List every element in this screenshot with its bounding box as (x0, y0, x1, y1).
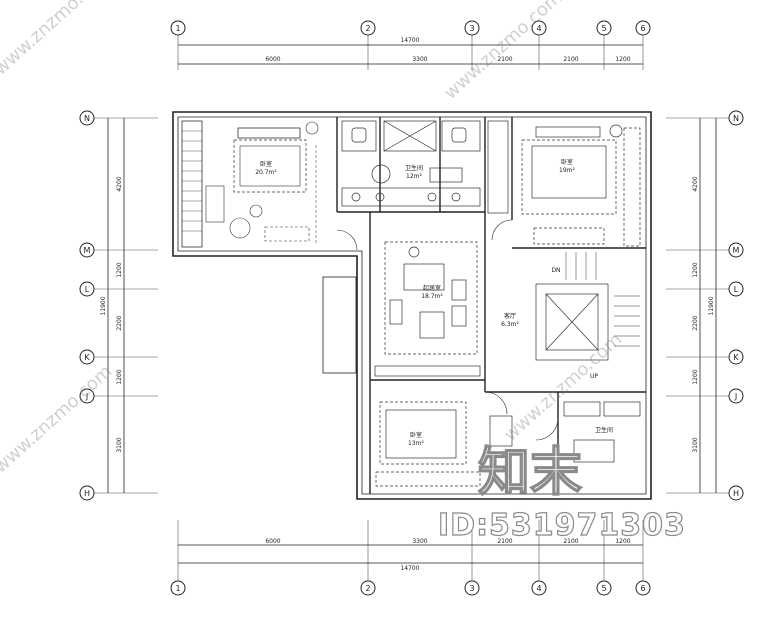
axis-label-5-bottom: 5 (601, 584, 606, 593)
bathroom-top (341, 120, 509, 214)
room-name-bedroom-2: 卧室 (561, 158, 573, 166)
bottom-dim-2: 3300 (412, 538, 427, 545)
room-name-bedroom-1: 卧室 (260, 160, 272, 168)
top-dim-5: 1200 (615, 56, 630, 63)
row-label-J-right: J (734, 392, 737, 401)
row-label-N: N (84, 114, 90, 123)
axis-label-6-bottom: 6 (640, 584, 645, 593)
room-area-bedroom-2: 19m² (559, 167, 575, 174)
bottom-dim-5: 1200 (615, 538, 630, 545)
row-label-L: L (85, 285, 90, 294)
axis-label-6: 6 (640, 24, 645, 33)
stair-down-label: DN (551, 267, 560, 274)
bottom-dim-1: 6000 (265, 538, 280, 545)
row-label-M: M (84, 246, 91, 255)
row-label-H: H (84, 489, 90, 498)
right-dim-2: 1200 (692, 262, 699, 277)
axis-label-2-bottom: 2 (365, 584, 370, 593)
row-label-J: J (85, 392, 88, 401)
bedroom-1 (181, 120, 319, 248)
top-dim-4: 2100 (563, 56, 578, 63)
top-total-dim: 14700 (400, 37, 419, 44)
top-dim-3: 2100 (497, 56, 512, 63)
top-dimension-lines (178, 44, 643, 564)
axis-label-3-bottom: 3 (469, 584, 474, 593)
room-name-hall: 客厅 (504, 312, 516, 320)
room-area-bedroom-3: 13m² (408, 440, 424, 447)
top-dim-2: 3300 (412, 56, 427, 63)
interior-walls (336, 117, 646, 494)
room-name-living: 起居室 (423, 284, 441, 292)
axis-label-4: 4 (536, 24, 541, 33)
id-watermark: ID:531971303 (437, 507, 686, 543)
right-dim-4: 1200 (692, 369, 699, 384)
left-total-dim: 11900 (100, 296, 107, 315)
right-dim-1: 4200 (692, 176, 699, 191)
bathroom-2 (563, 401, 641, 463)
bottom-dim-3: 2100 (497, 538, 512, 545)
row-label-L-right: L (734, 285, 739, 294)
room-area-living: 18.7m² (421, 293, 443, 300)
axis-label-1: 1 (175, 24, 180, 33)
row-label-K-right: K (733, 353, 739, 362)
row-label-N-right: N (733, 114, 739, 123)
room-name-bedroom-3: 卧室 (410, 431, 422, 439)
left-dim-5: 3100 (116, 437, 123, 452)
left-dim-1: 4200 (116, 176, 123, 191)
hall (535, 252, 640, 361)
axis-label-1-bottom: 1 (175, 584, 180, 593)
bottom-total-dim: 14700 (400, 565, 419, 572)
bedroom-3 (375, 401, 513, 487)
doors (336, 219, 559, 441)
right-dim-5: 3100 (692, 437, 699, 452)
row-label-M-right: M (733, 246, 740, 255)
exterior-walls (172, 111, 652, 500)
left-dim-4: 1200 (116, 369, 123, 384)
stair-up-label: UP (590, 373, 598, 380)
row-leaders (94, 117, 729, 494)
right-dim-3: 2200 (692, 315, 699, 330)
left-dim-2: 1200 (116, 262, 123, 277)
room-area-bedroom-1: 20.7m² (255, 169, 277, 176)
left-dim-3: 2200 (116, 315, 123, 330)
room-area-hall: 6.3m² (501, 321, 519, 328)
balcony-block (322, 276, 357, 374)
row-label-H-right: H (733, 489, 739, 498)
room-name-bathroom-2: 卫生间 (595, 426, 613, 434)
room-area-bathroom: 12m² (406, 173, 422, 180)
bottom-dim-4: 2100 (563, 538, 578, 545)
side-dimension-lines (107, 118, 717, 493)
row-label-K: K (84, 353, 90, 362)
top-dim-1: 6000 (265, 56, 280, 63)
room-name-bathroom: 卫生间 (405, 164, 423, 172)
axis-label-5: 5 (601, 24, 606, 33)
right-total-dim: 11900 (708, 296, 715, 315)
living-room (374, 241, 481, 377)
axis-label-2: 2 (365, 24, 370, 33)
brand-watermark: 知末 (477, 442, 583, 504)
bedroom-2 (521, 124, 641, 247)
axis-label-3: 3 (469, 24, 474, 33)
axis-label-4-bottom: 4 (536, 584, 541, 593)
